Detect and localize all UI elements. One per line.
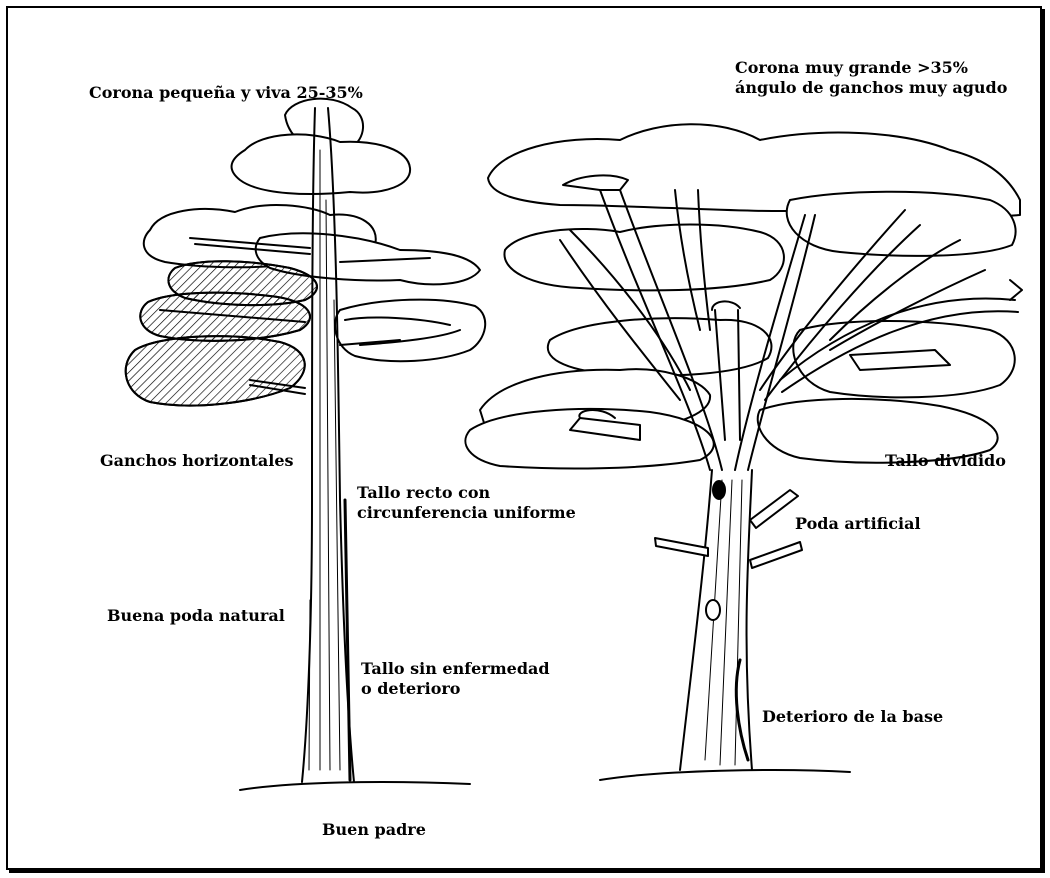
label-straight-stem-line2: circunferencia uniforme [357,503,576,523]
label-base-decay: Deterioro de la base [762,707,943,727]
label-bad-crown: Corona muy grande >35% ángulo de ganchos… [735,58,1007,98]
label-artificial-pruning: Poda artificial [795,514,921,534]
label-straight-stem: Tallo recto con circunferencia uniforme [357,483,576,523]
label-bad-crown-line1: Corona muy grande >35% [735,58,1007,78]
label-healthy-stem: Tallo sin enfermedad o deterioro [361,659,550,699]
label-straight-stem-line1: Tallo recto con [357,483,576,503]
label-horizontal-branches: Ganchos horizontales [100,451,294,471]
good-tree-crown [126,99,486,406]
label-healthy-stem-line2: o deterioro [361,679,550,699]
bad-tree-crown [465,124,1022,468]
label-healthy-stem-line1: Tallo sin enfermedad [361,659,550,679]
label-bad-crown-line2: ángulo de ganchos muy agudo [735,78,1007,98]
label-natural-pruning: Buena poda natural [107,606,285,626]
label-good-crown: Corona pequeña y viva 25-35% [89,83,363,103]
label-forked-stem: Tallo dividido [885,451,1006,471]
label-good-parent: Buen padre [322,820,426,840]
